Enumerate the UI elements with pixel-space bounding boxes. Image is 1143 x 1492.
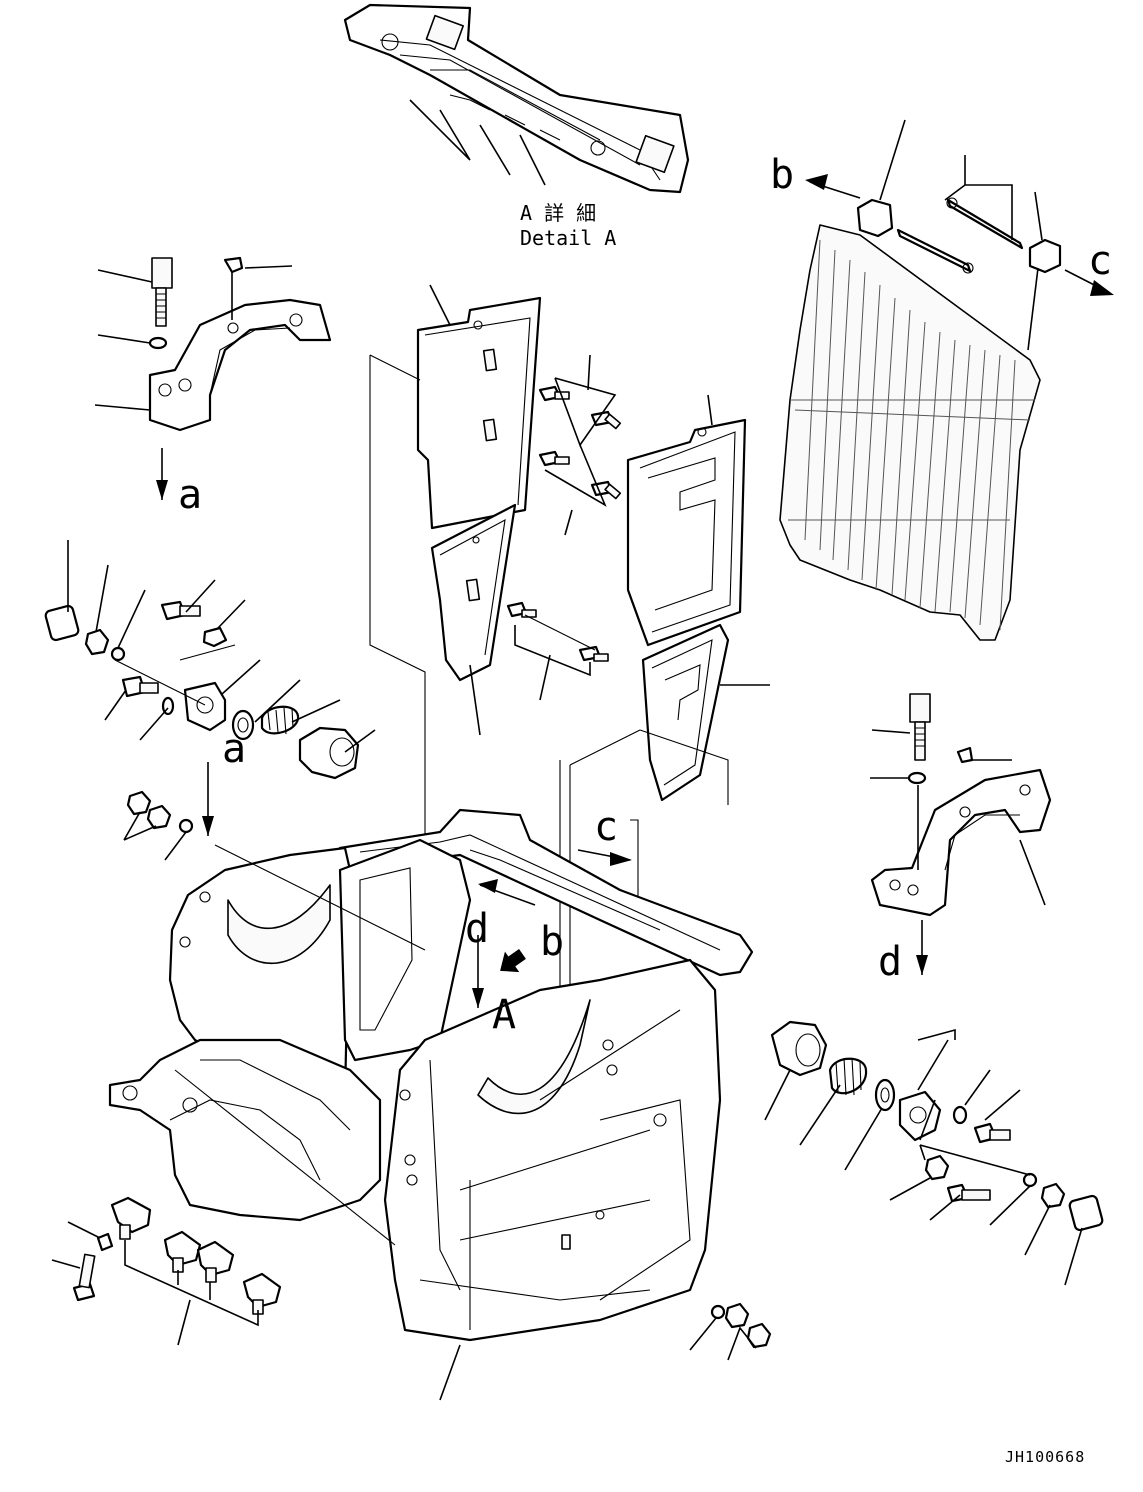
center-upper-right-panel (626, 394, 747, 647)
right-fastener-group (764, 1020, 1104, 1286)
view-label-d-right: d (878, 939, 902, 985)
view-label-a-upper: a (178, 472, 202, 518)
view-label-a-frame: A (492, 992, 516, 1038)
right-grille-assembly: b c (770, 119, 1114, 641)
detail-caption-english: Detail A (520, 226, 616, 250)
left-fastener-group (44, 540, 376, 780)
view-label-c-upper: c (1088, 238, 1112, 284)
center-upper-left-panel (416, 284, 542, 530)
bottom-right-nut-group (689, 1302, 772, 1361)
bottom-left-fastener-group (51, 1196, 282, 1346)
upper-left-half-ring-bracket: a (94, 256, 332, 518)
detail-caption-japanese: A 詳 細 (520, 201, 596, 225)
view-label-b-mid: b (540, 919, 564, 965)
center-lower-left-panel (430, 503, 517, 736)
left-mid-nuts-and-view-a: a (123, 726, 246, 861)
view-label-c-mid: c (594, 804, 618, 850)
detail-a-caption: A 詳 細 Detail A (520, 201, 616, 250)
view-label-d-mid: d (465, 906, 489, 952)
view-label-b-upper: b (770, 152, 794, 198)
view-label-a-mid: a (222, 726, 246, 772)
right-half-ring-bracket: d (870, 693, 1052, 985)
drawing-code: JH100668 (1005, 1448, 1085, 1466)
center-bolt-group (506, 354, 622, 701)
frame-view-labels: d b A c (465, 804, 632, 1038)
detail-a-rail-assembly (343, 3, 690, 194)
main-frame-body (108, 808, 754, 1401)
center-lower-right-panel (641, 623, 770, 802)
